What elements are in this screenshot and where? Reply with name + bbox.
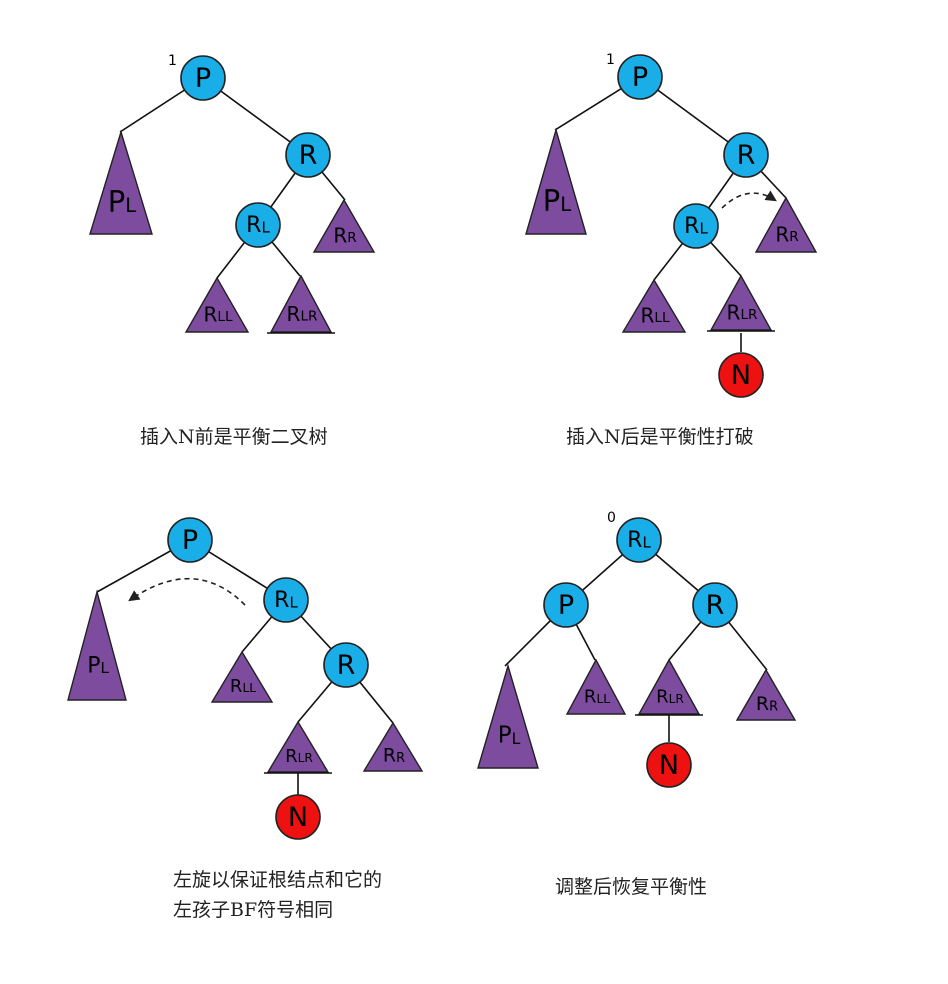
- node-label-n: N: [659, 750, 679, 781]
- subtree-rll: RLL: [565, 658, 627, 715]
- node-r: R: [285, 132, 331, 178]
- subtree-label-rll: RLL: [584, 686, 610, 707]
- subtree-rr: RR: [362, 721, 424, 772]
- node-rl: RL: [235, 202, 281, 248]
- node-label-rl: RL: [627, 528, 651, 553]
- node-label-r: R: [337, 650, 356, 681]
- subtree-rlr: RLR: [267, 274, 335, 334]
- node-label-r: R: [706, 590, 725, 621]
- subtree-label-rlr: RLR: [656, 686, 684, 707]
- subtree-rlr: RLR: [264, 720, 332, 774]
- node-label-p: P: [632, 62, 648, 93]
- bf-mark-panel-2: 1: [606, 52, 615, 68]
- subtree-label-rr: RR: [333, 223, 357, 247]
- node-label-r: R: [737, 140, 756, 171]
- subtree-label-rr: RR: [756, 693, 778, 715]
- node-label-r: R: [299, 140, 318, 171]
- panel-2: PL RR RLL RLR P R RL N 1: [525, 52, 818, 398]
- node-label-p: P: [182, 525, 198, 556]
- subtree-rll: RLL: [184, 276, 250, 333]
- bf-mark-panel-4: 0: [607, 510, 616, 526]
- subtree-label-rll: RLL: [203, 303, 232, 327]
- node-label-p: P: [195, 63, 211, 94]
- node-label-rl: RL: [684, 214, 708, 239]
- subtree-rr: RR: [312, 198, 376, 253]
- node-label-rl: RL: [274, 588, 298, 613]
- new-node-n: N: [646, 742, 692, 788]
- subtree-label-rlr: RLR: [727, 301, 758, 325]
- subtree-rlr: RLR: [635, 658, 703, 716]
- subtree-pl: PL: [89, 129, 153, 235]
- node-p: P: [167, 517, 213, 563]
- subtree-pl: PL: [67, 589, 127, 701]
- caption-panel-3: 左旋以保证根结点和它的 左孩子BF符号相同: [173, 869, 383, 921]
- node-label-n: N: [731, 360, 751, 391]
- node-r: R: [323, 642, 369, 688]
- subtree-label-pl: PL: [543, 184, 572, 218]
- subtree-label-pl: PL: [108, 184, 137, 218]
- new-node-n: N: [275, 794, 321, 840]
- node-rl: RL: [673, 203, 719, 249]
- caption-panel-1: 插入N前是平衡二叉树: [140, 426, 328, 448]
- node-r: R: [723, 132, 769, 178]
- subtree-pl: PL: [477, 663, 539, 769]
- node-p: P: [180, 55, 226, 101]
- subtree-label-rr: RR: [383, 745, 405, 767]
- rotation-arrow-panel-3: [128, 577, 246, 606]
- caption-panel-4: 调整后恢复平衡性: [555, 876, 708, 898]
- subtree-rll: RLL: [210, 650, 274, 703]
- new-node-n: N: [718, 352, 764, 398]
- subtree-label-pl: PL: [87, 653, 109, 678]
- node-label-p: P: [558, 590, 574, 621]
- subtree-label-rll: RLL: [640, 303, 669, 327]
- subtree-label-pl: PL: [498, 722, 521, 748]
- subtree-pl: PL: [525, 127, 587, 235]
- rotation-arrow-panel-2: [721, 190, 777, 209]
- subtree-rlr: RLR: [707, 274, 775, 332]
- subtree-label-rr: RR: [775, 223, 799, 247]
- node-rl: RL: [263, 577, 309, 623]
- node-label-rl: RL: [246, 213, 270, 238]
- node-r: R: [692, 582, 738, 628]
- node-rl: RL: [616, 517, 662, 563]
- subtree-rr: RR: [735, 668, 797, 721]
- node-p: P: [617, 54, 663, 100]
- node-p: P: [543, 582, 589, 628]
- subtree-rr: RR: [754, 196, 818, 253]
- bf-mark-panel-1: 1: [168, 53, 177, 69]
- subtree-label-rll: RLL: [230, 676, 256, 697]
- panel-4: PL RLL RLR RR RL P R N 0: [477, 510, 797, 788]
- subtree-label-rlr: RLR: [285, 746, 313, 767]
- panel-1: PL RR RLL RLR P R RL 1: [89, 53, 376, 334]
- node-label-n: N: [288, 802, 308, 833]
- subtree-label-rlr: RLR: [287, 302, 318, 326]
- subtree-rll: RLL: [621, 278, 687, 333]
- caption-panel-2: 插入N后是平衡性打破: [566, 426, 754, 448]
